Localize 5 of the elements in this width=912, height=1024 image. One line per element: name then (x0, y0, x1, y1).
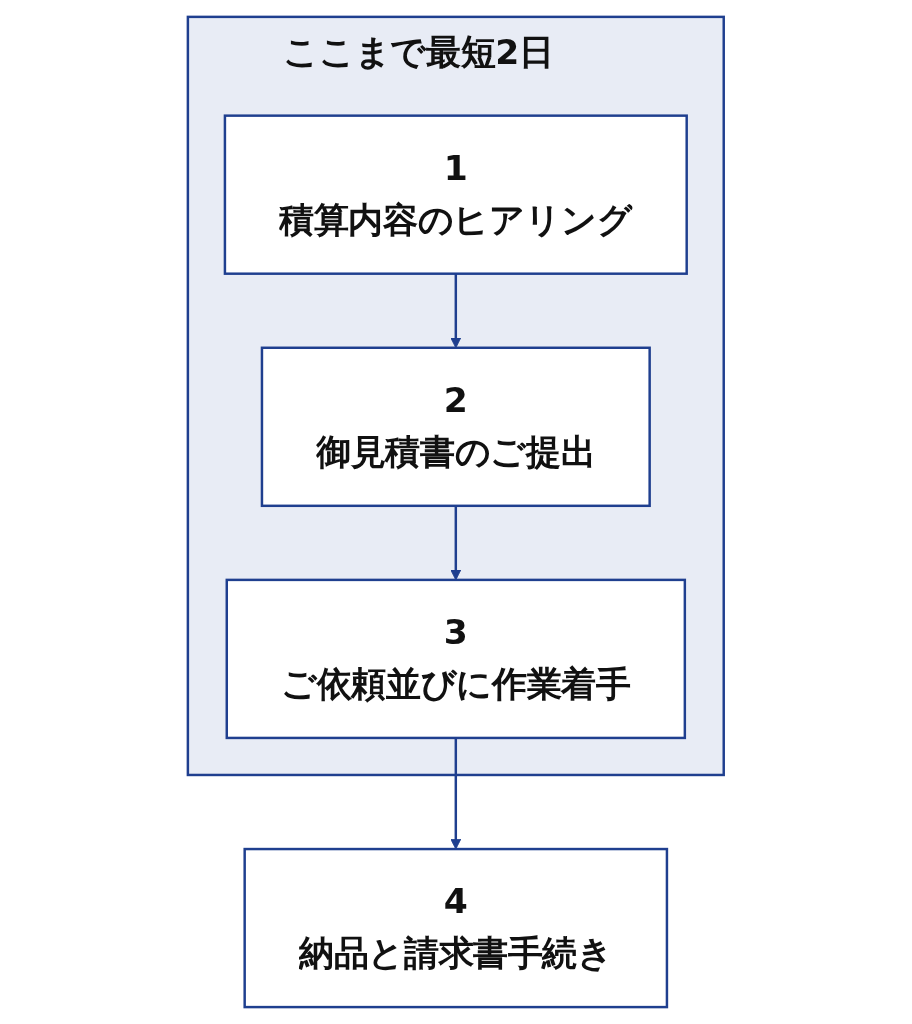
arrow (450, 737, 462, 850)
node-box: 3 ご依頼並びに作業着手 (225, 578, 687, 740)
node-box: 4 納品と請求書手続き (243, 847, 669, 1009)
node-box: 1 積算内容のヒアリング (223, 114, 689, 275)
node-box: 2 御見積書のご提出 (260, 346, 652, 508)
